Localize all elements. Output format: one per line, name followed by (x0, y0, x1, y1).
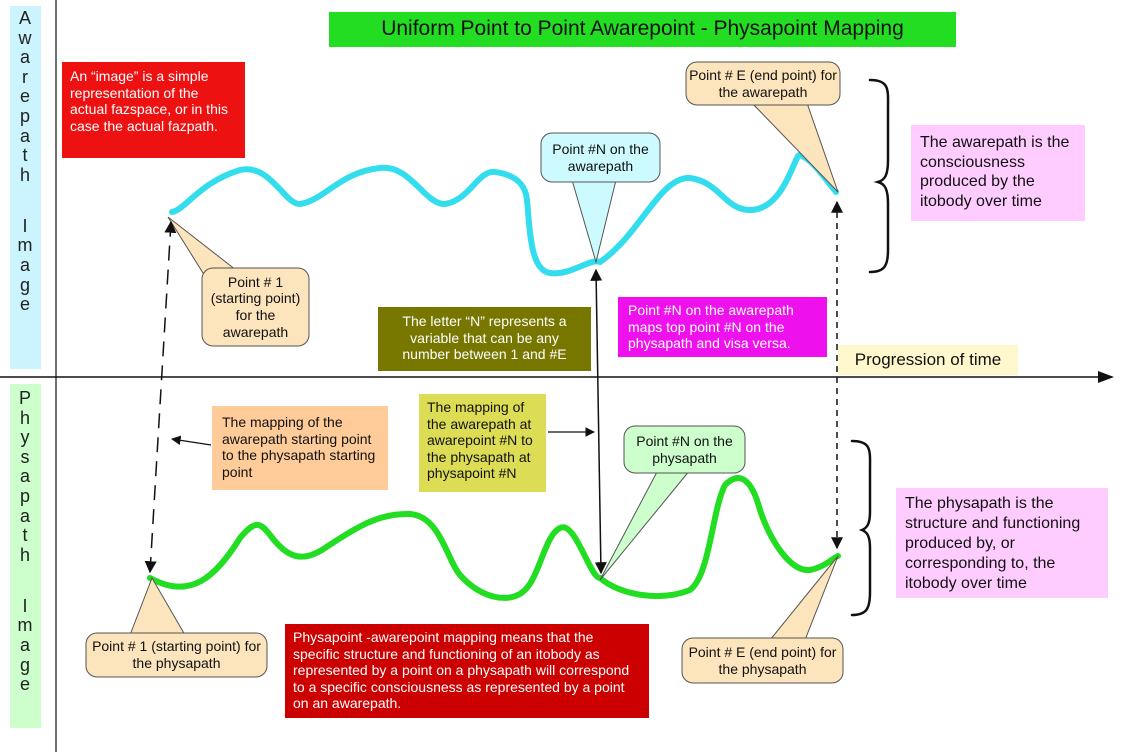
physa-start-balloon (85, 632, 268, 678)
side-label-char: A (18, 8, 31, 28)
aware-end-balloon (685, 61, 841, 106)
start-mapping-arrow (144, 220, 177, 574)
n-mapping-note: The mapping of the awarepath at awarepoi… (419, 394, 546, 492)
side-label-char: w (18, 27, 32, 48)
aware-n-callout-text: Point #N on the awarepath (552, 140, 649, 174)
point-n-mapping-note: Point #N on the awarepath maps top point… (618, 297, 827, 357)
side-label-char: I (22, 215, 28, 236)
aware-start-balloon (201, 267, 310, 347)
side-label-char: a (19, 47, 30, 68)
letter-n-note: The letter “N” represents a variable tha… (378, 307, 591, 371)
physa-end-balloon (681, 637, 844, 684)
awarepath-side-band (10, 6, 41, 369)
physapath-description: The physapath is the structure and funct… (896, 488, 1108, 598)
side-label-char: m (17, 615, 33, 636)
awarepath-description: The awarepath is the consciousness produ… (911, 125, 1085, 221)
side-label-char: a (19, 505, 30, 526)
awarepath-brace (868, 78, 890, 274)
side-label-char: a (19, 125, 30, 146)
side-label-char: h (19, 544, 30, 565)
physapath-brace (850, 439, 872, 617)
physa-start-pointer (129, 576, 186, 636)
side-label-char: e (19, 86, 30, 107)
side-label-char: I (22, 595, 28, 616)
side-label-char: r (22, 66, 28, 87)
physa-end-callout-text: Point # E (end point) for the physapath (688, 643, 837, 677)
side-label-char: y (20, 427, 30, 448)
side-label-char: s (20, 446, 30, 467)
side-label-char: g (19, 274, 30, 295)
start-mapping-pointer-arrow (171, 435, 212, 446)
start-mapping-note: The mapping of the awarepath starting po… (212, 406, 388, 490)
side-label-char: m (17, 235, 33, 256)
physa-end-pointer (769, 555, 839, 641)
side-label-char: t (22, 525, 28, 546)
side-label-char: a (19, 634, 30, 655)
image-definition-note: An “image” is a simple representation of… (62, 62, 245, 158)
aware-n-balloon (540, 132, 661, 183)
side-label-char: a (19, 254, 30, 275)
side-label-char: p (19, 486, 30, 506)
physa-n-pointer (599, 469, 691, 581)
side-label-char: h (19, 164, 30, 185)
awarepath-curve (169, 151, 839, 277)
aware-end-pointer (751, 102, 839, 193)
side-label-char: a (19, 466, 30, 487)
physa-n-callout-text: Point #N on the physapath (636, 432, 733, 466)
diagram-title: Uniform Point to Point Awarepoint - Phys… (329, 12, 956, 47)
n-mapping-arrow (590, 268, 607, 575)
side-label-char: g (19, 654, 30, 675)
aware-start-callout-text: Point # 1 (starting point) for the aware… (210, 273, 301, 340)
physa-start-callout-text: Point # 1 (starting point) for the physa… (92, 638, 261, 671)
physa-n-balloon (623, 425, 746, 474)
progression-of-time-label: Progression of time (838, 345, 1018, 375)
side-label-char: h (19, 407, 30, 428)
physapath-curve (147, 475, 841, 601)
side-label-char: t (22, 145, 28, 166)
side-label-char: p (19, 106, 30, 126)
side-label-char: P (18, 388, 31, 408)
time-axis-arrowhead (1098, 371, 1114, 383)
aware-n-pointer (571, 179, 617, 264)
aware-end-callout-text: Point # E (end point) for the awarepath (689, 66, 837, 100)
side-label-char: e (19, 294, 30, 315)
physapath-side-band (10, 384, 41, 728)
mapping-definition-note: Physapoint -awarepoint mapping means tha… (285, 624, 649, 718)
side-label-char: e (19, 674, 30, 695)
